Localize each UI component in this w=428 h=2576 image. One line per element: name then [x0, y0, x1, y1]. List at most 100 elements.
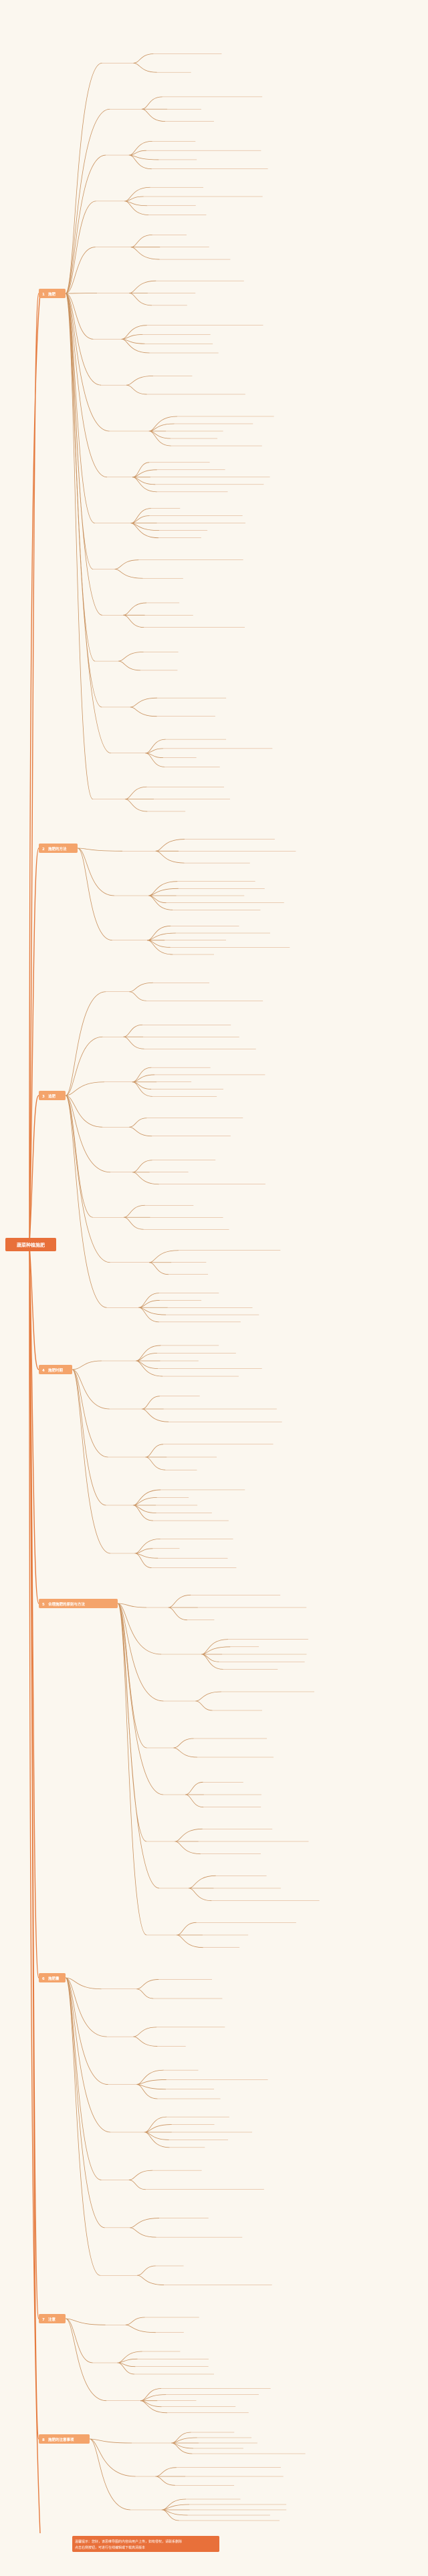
branch-connector — [65, 1095, 93, 1218]
leaf-connector — [136, 2084, 158, 2099]
leaf-connector — [134, 1553, 152, 1568]
trunk-to-section-1 — [29, 293, 39, 1245]
leaf-connector — [125, 2317, 145, 2325]
leaf-connector — [148, 430, 171, 446]
branch-connector — [65, 63, 102, 294]
section-5[interactable]: 5 合理施肥的原则与方法 — [39, 1599, 118, 1608]
branch-connector — [65, 247, 96, 294]
branch-connector — [65, 293, 94, 340]
leaf-connector — [126, 376, 153, 386]
branch-connector — [65, 293, 95, 524]
leaf-connector — [133, 2036, 158, 2047]
root-node[interactable]: 蔬菜种植施肥 — [5, 1238, 56, 1251]
leaf-connector — [124, 196, 144, 202]
branch-connector — [77, 848, 122, 852]
leaf-connector — [123, 614, 144, 628]
section-2[interactable]: 2 施肥的方法 — [39, 844, 78, 853]
section-1[interactable]: 1 施肥 — [39, 289, 66, 298]
leaf-connector — [132, 477, 157, 493]
leaf-connector — [114, 559, 139, 569]
leaf-connector — [132, 1172, 159, 1185]
footer-banner[interactable]: 温馨提示：您好，该思维导图的内容由用户上传，如有侵权，请联系删除 点击右侧按钮，… — [72, 2536, 219, 2552]
leaf-connector — [161, 2509, 188, 2516]
branch-connector — [89, 2438, 136, 2477]
section-3-title: 追肥 — [48, 1093, 56, 1099]
leaf-connector — [118, 651, 144, 662]
section-4-num: 4 — [42, 1369, 45, 1373]
section-7[interactable]: 7 注意 — [39, 2314, 66, 2323]
branch-connector — [65, 1977, 107, 2037]
leaf-connector — [147, 940, 173, 955]
leaf-connector — [148, 423, 175, 432]
section-8[interactable]: 8 施肥的注意事项 — [39, 2434, 90, 2444]
branch-connector — [65, 201, 96, 294]
branch-connector — [77, 848, 114, 896]
leaf-connector — [136, 1979, 159, 1990]
leaf-connector — [125, 2324, 156, 2333]
leaf-connector — [124, 799, 148, 812]
leaf-connector — [118, 660, 141, 671]
leaf-connector — [117, 2351, 142, 2363]
leaf-connector — [133, 53, 154, 63]
leaf-connector — [132, 1074, 155, 1083]
leaf-connector — [171, 2442, 193, 2449]
leaf-connector — [155, 839, 185, 852]
leaf-connector — [117, 2358, 138, 2363]
leaf-connector — [145, 1444, 164, 1458]
leaf-connector — [136, 2069, 164, 2085]
leaf-connector — [147, 925, 171, 941]
leaf-connector — [124, 201, 148, 207]
section-5-num: 5 — [42, 1603, 45, 1607]
leaf-nodes — [92, 53, 320, 2521]
leaf-connector — [130, 2227, 156, 2238]
branch-connector — [117, 1603, 164, 1795]
section-4[interactable]: 4 施肥时期 — [39, 1365, 72, 1374]
leaf-connector — [132, 1497, 157, 1506]
leaf-connector — [130, 234, 152, 248]
leaf-connector — [121, 338, 145, 344]
leaf-connector — [132, 469, 157, 478]
leaf-connector — [147, 940, 171, 948]
leaf-connector — [129, 280, 156, 293]
leaf-connector — [171, 2437, 197, 2444]
branch-connector — [89, 2438, 132, 2444]
leaf-connector — [144, 2132, 169, 2140]
branch-connector — [72, 1369, 111, 1554]
leaf-connector — [129, 982, 153, 993]
section-3[interactable]: 3 追肥 — [39, 1091, 66, 1100]
section-6-title: 施肥量 — [48, 1976, 60, 1981]
leaf-connector — [123, 1036, 144, 1049]
section-6[interactable]: 6 施肥量 — [39, 1973, 66, 1982]
leaf-connector — [141, 108, 166, 122]
branch-connector — [72, 1369, 110, 1410]
branch-connector — [65, 154, 106, 294]
branch-connector — [117, 1603, 160, 1889]
leaf-connector — [132, 477, 156, 485]
leaf-connector — [168, 1607, 187, 1621]
branch-connector — [65, 2318, 107, 2402]
leaf-connector — [128, 141, 152, 156]
main-trunk — [29, 293, 41, 2534]
branch-connector — [65, 293, 108, 478]
branch-connector — [65, 991, 106, 1096]
leaf-connector — [171, 2442, 193, 2454]
leaf-connector — [128, 2170, 153, 2180]
leaf-connector — [132, 1505, 156, 1513]
section-2-title: 施肥的方法 — [48, 846, 67, 852]
leaf-connector — [185, 1794, 204, 1808]
leaf-connector — [141, 96, 163, 110]
leaf-connector — [137, 2275, 165, 2285]
leaf-connector — [136, 1360, 163, 1377]
leaf-connector — [129, 1118, 147, 1128]
section-1-title: 施肥 — [48, 291, 56, 297]
branch-connector — [65, 1095, 110, 1263]
branch-connector — [65, 1977, 108, 2085]
leaf-connector — [132, 1067, 152, 1083]
branch-connector — [72, 1360, 102, 1370]
branch-connector — [65, 1977, 100, 2276]
leaf-connector — [201, 1654, 223, 1670]
leaf-connector — [137, 2265, 156, 2276]
leaf-connector — [148, 895, 173, 910]
branch-connector — [65, 1977, 111, 2133]
leaf-connector — [123, 602, 147, 616]
